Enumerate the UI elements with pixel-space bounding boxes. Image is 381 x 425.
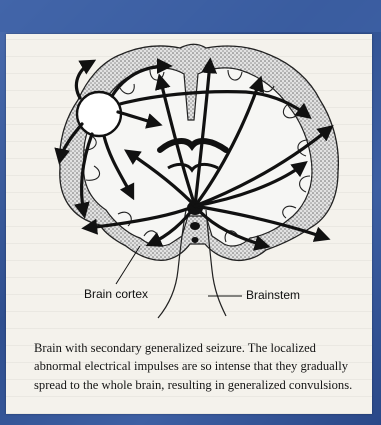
seizure-focus [77,92,121,136]
brainstem-label: Brainstem [246,288,300,302]
cortex-label: Brain cortex [84,287,148,301]
figure-caption: Brain with secondary generalized seizure… [34,339,364,394]
cortex-leader [116,246,140,284]
